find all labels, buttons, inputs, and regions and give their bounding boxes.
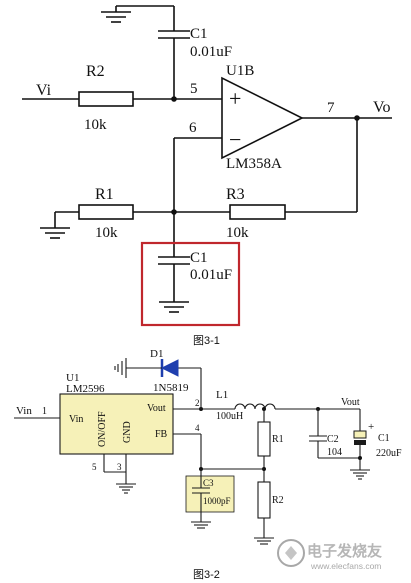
opamp-plus-sign: + [229,86,241,111]
ic-u1-body [59,393,174,455]
r3-value: 10k [226,225,249,241]
vi-label: Vi [36,82,52,99]
pin-5-label: 5 [190,81,198,97]
resistor-r2 [78,91,134,107]
l1-ref: L1 [216,389,228,401]
l1-value: 100uH [216,411,243,422]
c1-top-ref: C1 [190,26,208,42]
watermark-title: 电子发烧友 [307,542,382,560]
c2-ref: C2 [327,434,339,445]
r3-ref: R3 [226,186,245,203]
ground-symbol-r2 [254,537,274,545]
u1-part: LM2596 [66,383,105,395]
ground-symbol-c1 [350,469,370,480]
highlight-box [140,241,241,327]
c1-bottom-ref: C1 [190,250,208,266]
opamp-minus-sign: − [229,127,241,152]
pin-2-label: 2 [195,398,200,408]
c3-label-box [185,475,235,513]
c3-ref: C3 [203,478,214,488]
capacitor-c1-top [158,6,190,99]
pin-vout-label: Vout [147,403,166,414]
watermark-logo-icon [277,539,305,567]
vin-label: Vin [16,405,32,417]
pin-gnd-label: GND [122,421,133,443]
pin-fb-label: FB [155,429,168,440]
ground-symbol-c3 [191,521,211,529]
r2-value: 10k [84,117,107,133]
pin-vin-label: Vin [69,414,83,425]
capacitor-c1-neg-plate [354,440,366,445]
watermark-logo-icon [285,546,297,560]
pin-3-label: 3 [117,462,122,472]
pin-6-label: 6 [189,120,197,136]
inductor-l1 [234,403,276,410]
pin-onoff-label: ON/OFF [97,411,108,447]
figure-3-2: U1 LM2596 Vin Vout FB ON/OFF GND Vin 1 5… [14,348,402,581]
opamp-ref: U1B [226,63,254,79]
r2-ref: R2 [272,495,284,506]
resistor-r1 [257,421,271,457]
c3-value: 1000pF [203,496,231,506]
c1-value: 220uF [376,448,402,459]
watermark-url: www.elecfans.com [310,561,381,571]
ground-symbol-left [40,227,70,239]
c1-plus-sign: + [368,421,374,433]
pin-7-label: 7 [327,100,335,116]
caption-fig-3-1: 图3-1 [193,334,220,347]
opamp-u1b [221,76,304,160]
c1-top-value: 0.01uF [190,44,232,60]
r1-ref: R1 [272,434,284,445]
pin-5-label: 5 [92,462,97,472]
figure-3-1: C1 0.01uF Vi R2 10k 5 + − U1B LM358A 7 V… [22,5,392,347]
opamp-part: LM358A [226,156,282,172]
vo-label: Vo [373,99,391,116]
d1-ref: D1 [150,348,163,360]
pin-4-label: 4 [195,423,200,433]
r2-ref: R2 [86,63,105,80]
ground-symbol-top [101,5,174,23]
junction-dot [358,456,362,460]
r1-ref: R1 [95,186,114,203]
u1-ref: U1 [66,372,79,384]
c1-bottom-value: 0.01uF [190,267,232,283]
resistor-r2 [257,481,271,519]
junction-dot [171,96,177,102]
r1-value: 10k [95,225,118,241]
pin-1-label: 1 [42,406,47,417]
diode-d1 [160,359,179,377]
capacitor-c1-bottom [158,250,190,313]
resistor-r3 [229,204,286,220]
c2-value: 104 [327,447,342,458]
caption-fig-3-2: 图3-2 [193,568,220,581]
ground-symbol-diode [114,358,127,378]
d1-part: 1N5819 [153,382,189,394]
watermark: 电子发烧友 www.elecfans.com [277,539,382,571]
c1-ref: C1 [378,433,390,444]
ground-symbol-u1 [116,483,136,494]
resistor-r1 [78,204,134,220]
vout-label: Vout [341,397,360,408]
capacitor-c1-pos-plate [353,430,367,439]
